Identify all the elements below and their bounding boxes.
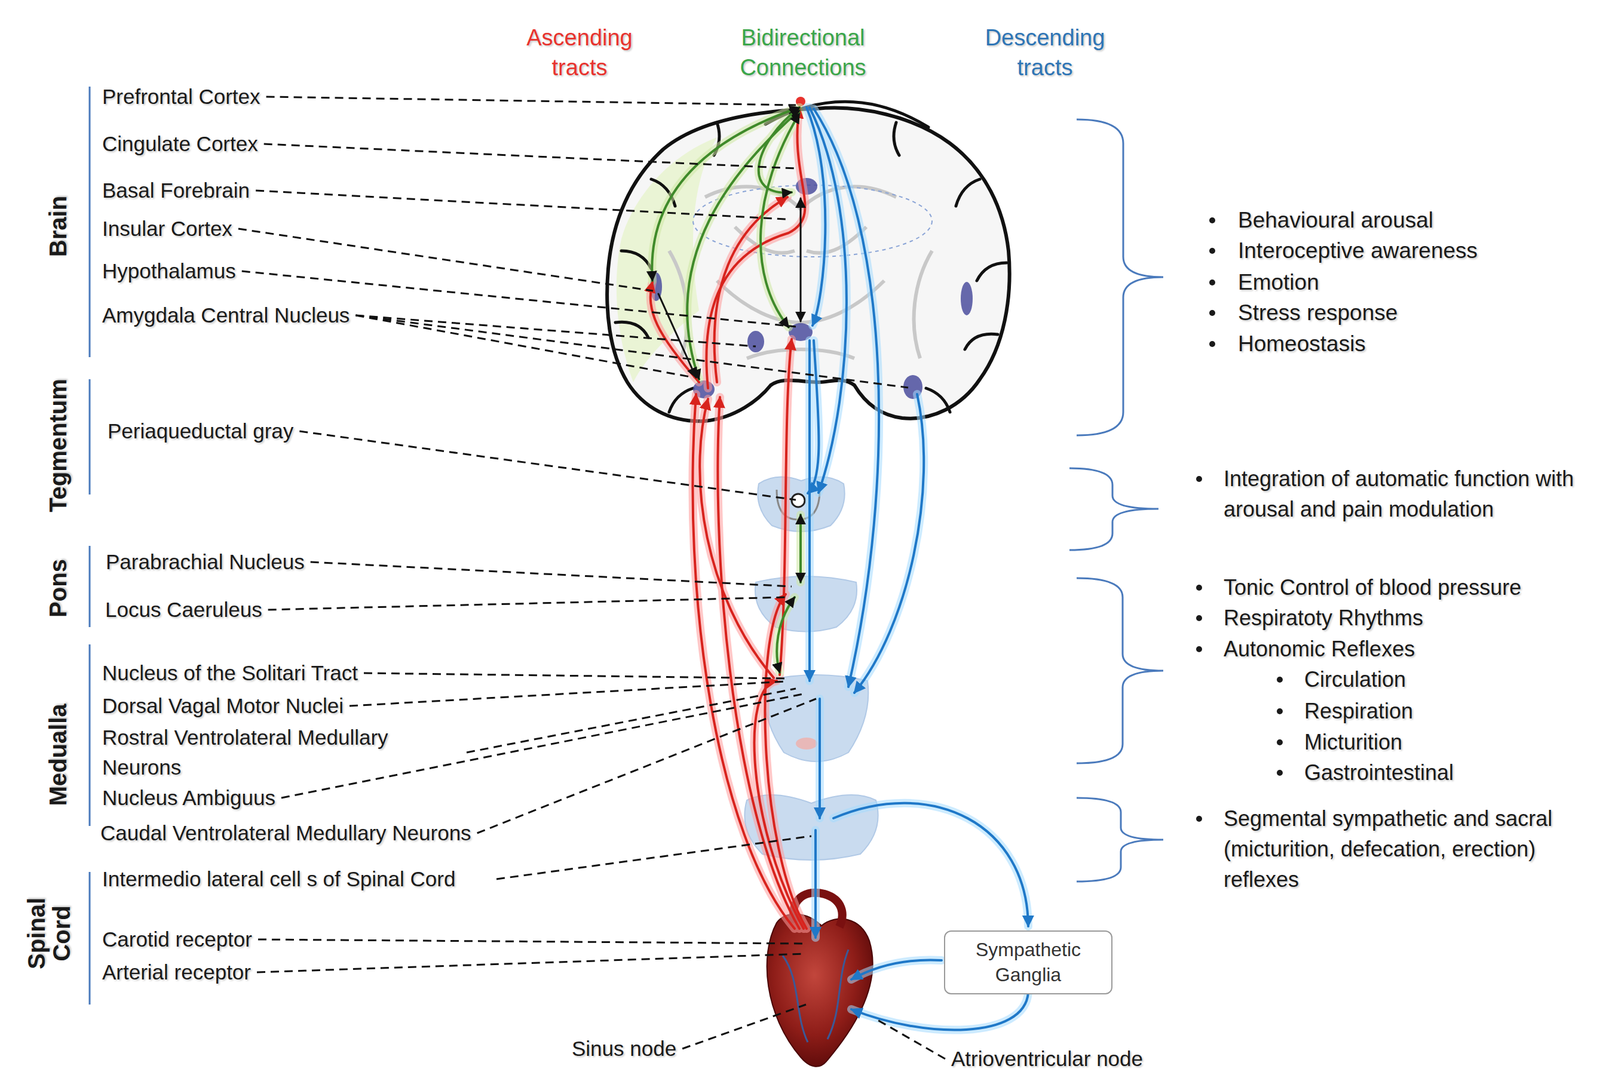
leader-line	[310, 562, 792, 587]
structure-label: Amygdala Central Nucleus	[102, 300, 350, 331]
structure-label: Prefrontal Cortex	[102, 81, 261, 112]
function-item: Segmental sympathetic and sacral (mictur…	[1223, 803, 1583, 895]
leader-line	[496, 836, 812, 880]
structure-label: Carotid receptor	[102, 924, 253, 955]
region-label: Pons	[45, 559, 71, 618]
structure-label: Nucleus of the Solitari Tract	[102, 658, 358, 689]
function-item: Tonic Control of blood pressure	[1223, 572, 1522, 603]
leader-line	[264, 143, 796, 169]
function-item: Respiratoty Rhythms	[1223, 602, 1424, 634]
ganglia-box: Sympathetic Ganglia	[943, 930, 1113, 995]
leader-line	[255, 190, 786, 220]
function-subitem: Respiration	[1304, 696, 1413, 727]
structure-label: Dorsal Vagal Motor Nuclei	[102, 691, 344, 722]
leader-line	[355, 315, 909, 388]
leader-line	[258, 939, 806, 944]
structure-label: Basal Forebrain	[102, 175, 250, 206]
leader-line	[682, 1004, 806, 1050]
track-header: Ascending tracts	[510, 22, 649, 83]
region-label: Spinal Cord	[23, 889, 75, 979]
leader-line	[466, 688, 796, 753]
box-text: Sympathetic Ganglia	[952, 938, 1105, 988]
function-item: Interoceptive awareness	[1237, 235, 1478, 266]
leader-line	[477, 699, 817, 834]
heart-label: Atrioventricular node	[951, 1047, 1143, 1072]
function-item: Autonomic Reflexes	[1223, 633, 1415, 665]
leader-line	[355, 315, 756, 347]
structure-label: Intermedio lateral cell s of Spinal Cord	[102, 864, 491, 895]
structure-label: Rostral Ventrolateral Medullary Neurons	[102, 722, 461, 783]
structure-label: Parabrachial Nucleus	[105, 547, 305, 578]
bullet-dot	[1209, 217, 1216, 224]
track-header: Bidirectional Connections	[704, 22, 902, 83]
leader-line	[877, 1020, 946, 1060]
region-label: Brain	[45, 195, 71, 257]
structure-label: Nucleus Ambiguus	[102, 783, 276, 814]
leader-line	[363, 673, 786, 679]
structure-label: Caudal Ventrolateral Medullary Neurons	[100, 818, 472, 849]
structure-label: Arterial receptor	[102, 957, 251, 988]
bullet-dot	[1196, 584, 1203, 591]
heart-label: Sinus node	[571, 1037, 677, 1062]
bullet-dot	[1209, 310, 1216, 317]
bullet-dot	[1196, 816, 1203, 823]
bullet-dot	[1276, 708, 1283, 715]
leader-line	[281, 693, 806, 799]
leader-line	[299, 431, 796, 501]
function-subitem: Micturition	[1304, 727, 1403, 758]
region-label: Medualla	[45, 703, 71, 806]
function-item: Behavioural arousal	[1237, 205, 1434, 236]
function-item: Stress response	[1237, 298, 1398, 329]
function-item: Integration of automatic function with a…	[1223, 463, 1593, 525]
leader-line	[355, 315, 694, 378]
structure-label: Cingulate Cortex	[102, 129, 259, 159]
structure-label: Periaqueductal gray	[107, 416, 294, 447]
function-subitem: Gastrointestinal	[1304, 757, 1454, 789]
leader-line	[256, 954, 806, 973]
leader-line	[268, 597, 786, 611]
track-header: Descending tracts	[973, 22, 1117, 83]
bullet-dot	[1276, 676, 1283, 683]
structure-label: Insular Cortex	[102, 213, 233, 244]
leader-line	[238, 228, 654, 291]
bullet-dot	[1196, 615, 1203, 622]
function-subitem: Circulation	[1304, 664, 1406, 695]
region-label: Tegmentum	[45, 378, 71, 513]
leader-line	[349, 681, 786, 707]
bullet-dot	[1209, 279, 1216, 286]
function-item: Emotion	[1237, 267, 1320, 298]
leader-line	[241, 271, 796, 327]
leader-line	[266, 96, 796, 106]
function-item: Homeostasis	[1237, 329, 1366, 360]
bullet-dot	[1209, 341, 1216, 348]
bullet-dot	[1276, 739, 1283, 746]
bullet-dot	[1196, 646, 1203, 653]
bullet-dot	[1209, 247, 1216, 254]
structure-label: Locus Caeruleus	[105, 595, 263, 625]
bullet-dot	[1196, 476, 1203, 483]
bullet-dot	[1276, 770, 1283, 777]
structure-label: Hypothalamus	[102, 256, 236, 287]
